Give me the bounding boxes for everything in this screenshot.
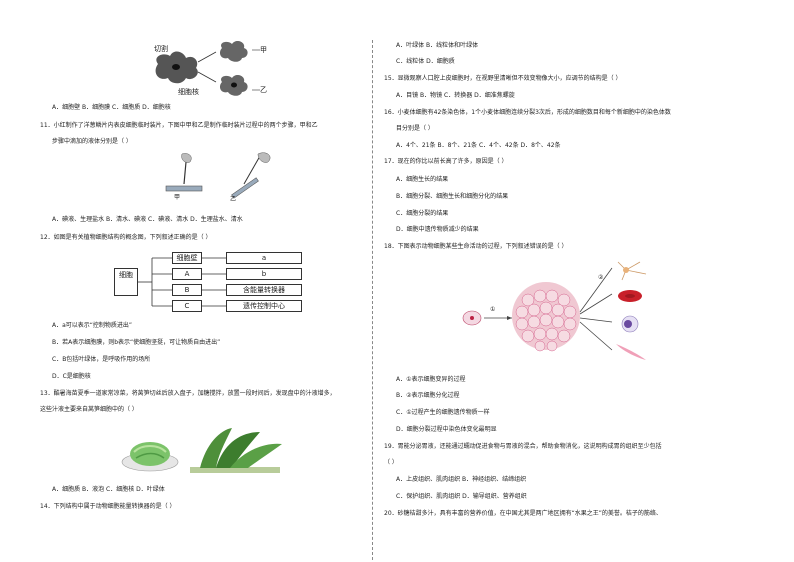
q19-options-2: C．保护组织、肌肉组织 D．输导组织、营养组织 [396, 493, 527, 500]
q10-label-nucleus: 细胞核 [178, 88, 199, 96]
q11-options: A．碘液、生理盐水 B．清水、碘液 C．碘液、清水 D．生理盐水、清水 [52, 216, 243, 223]
column-divider [372, 40, 373, 560]
q14-options-1: A．叶绿体 B．线粒体和叶绿体 [396, 42, 479, 49]
q18-option-b: B．②表示细胞分化过程 [396, 392, 460, 399]
q16-stem-1: 16．小麦体细胞有42条染色体，1个小麦体细胞连续分裂3次后，形成的细胞数目和每… [384, 109, 671, 116]
q19-stem-2: （ ） [384, 459, 398, 466]
q16-stem-2: 目分别是（ ） [396, 125, 434, 132]
q14-options-2: C．线粒体 D．细胞质 [396, 58, 455, 65]
q16-options: A．4个、21条 B．8个、21条 C．4个、42条 D．8个、42条 [396, 142, 561, 149]
q19-options-1: A．上皮组织、肌肉组织 B．神经组织、结缔组织 [396, 476, 527, 483]
q17-stem: 17．现在的你比以前长高了许多，原因是（ ） [384, 158, 508, 165]
q13-photos [120, 424, 290, 476]
q12-connectors [138, 257, 226, 307]
q17-option-d: D．细胞中遗传物质减少的结果 [396, 226, 479, 233]
q10-cell-diagram [155, 41, 260, 96]
q12-option-a: A．a可以表示“控制物质进出” [52, 322, 132, 329]
q11-dropper-diagram [165, 152, 271, 199]
q12-desc-energy: 含能量转换器 [226, 284, 302, 296]
q12-node-c: C [172, 300, 202, 312]
q10-label-yi: 乙 [260, 86, 267, 94]
q12-node-b: B [172, 284, 202, 296]
left-column: 切割 甲 细胞核 乙 A．细胞壁 B．细胞膜 C．细胞质 D．细胞核 11．小红… [0, 0, 372, 562]
q12-node-cell: 细胞 [114, 268, 138, 296]
q13-stem-1: 13．酷暑海苗夏季一道家常凉菜，将莴笋切丝后放入盘子，加糖搅拌，放置一段时间后，… [40, 390, 336, 397]
q17-option-a: A．细胞生长的结果 [396, 176, 449, 183]
q12-node-cell-wall: 细胞壁 [172, 252, 202, 264]
q10-label-jia: 甲 [260, 46, 267, 54]
q17-option-c: C．细胞分裂的结果 [396, 210, 449, 217]
q12-option-b: B．若A表示细胞膜，则b表示“使细胞坚挺，可让物质自由进出” [52, 339, 221, 346]
q15-options: A．目镜 B．物镜 C．转换器 D．细准焦螺旋 [396, 92, 515, 99]
q11-label-yi: 乙 [230, 196, 237, 203]
q13-options: A．细胞质 B．液泡 C．细胞核 D．叶绿体 [52, 486, 165, 493]
q17-option-b: B．细胞分裂、细胞生长和细胞分化的结果 [396, 193, 509, 200]
q14-stem: 14．下列结构中属于动物细胞能量转换器的是（ ） [40, 503, 176, 510]
q13-lettuce-images [121, 428, 282, 473]
q18-option-d: D．细胞分裂过程中染色体变化最明显 [396, 426, 497, 433]
q12-option-c: C．B包括叶绿体，是呼吸作用的场所 [52, 356, 151, 363]
q11-label-jia: 甲 [174, 194, 181, 201]
q12-option-d: D．C是细胞核 [52, 373, 91, 380]
q13-stem-2: 这些汁液主要来自莴笋细胞中的（ ） [40, 406, 138, 413]
q15-stem: 15．显微观察人口腔上皮细胞时，在视野里清晰但不效变物像大小，应调节的结构是（ … [384, 75, 622, 82]
q18-stem: 18．下图表示动物细胞某些生命活动的过程，下列叙述错误的是（ ） [384, 243, 568, 250]
q11-stem-1: 11．小红制作了洋葱鳞片内表皮细胞临时装片，下图中甲和乙是制作临时装片过程中的两… [40, 122, 318, 129]
q18-cell-division-diagram [462, 261, 647, 360]
q11-figure: 甲 乙 [160, 150, 280, 206]
q10-figure: 切割 甲 细胞核 乙 [150, 38, 280, 100]
q18-marker-1: ① [490, 306, 496, 313]
q19-stem-1: 19．胃能分泌胃液，还能通过蠕动促进食物与胃液的混合，帮助食物消化，这说明构成胃… [384, 443, 662, 450]
q18-option-a: A．①表示细胞变异的过程 [396, 376, 466, 383]
q11-stem-2: 步骤中滴加的液体分别是（ ） [52, 138, 132, 145]
q12-node-a: A [172, 268, 202, 280]
q18-option-c: C．①过程产生的细胞遗传物质一样 [396, 409, 490, 416]
q18-figure: ① ② [456, 256, 716, 366]
q10-label-cut: 切割 [154, 45, 168, 53]
q10-options: A．细胞壁 B．细胞膜 C．细胞质 D．细胞核 [52, 104, 171, 111]
q12-concept-map: 细胞 细胞壁 A B C a b 含能量转换器 遗传控制中心 [114, 250, 314, 314]
q12-desc-genetic: 遗传控制中心 [226, 300, 302, 312]
q12-desc-a: a [226, 252, 302, 264]
right-column: A．叶绿体 B．线粒体和叶绿体 C．线粒体 D．细胞质 15．显微观察人口腔上皮… [372, 0, 794, 562]
q20-stem: 20．砂糖桔甜多汁，具有丰富的营养价值，在中国尤其是两广地区拥有“水果之王”的美… [384, 510, 662, 517]
q18-marker-2: ② [598, 274, 604, 281]
q12-desc-b: b [226, 268, 302, 280]
q12-stem: 12．如图是有关植物细胞结构的概念图，下列叙述正确的是（ ） [40, 234, 212, 241]
